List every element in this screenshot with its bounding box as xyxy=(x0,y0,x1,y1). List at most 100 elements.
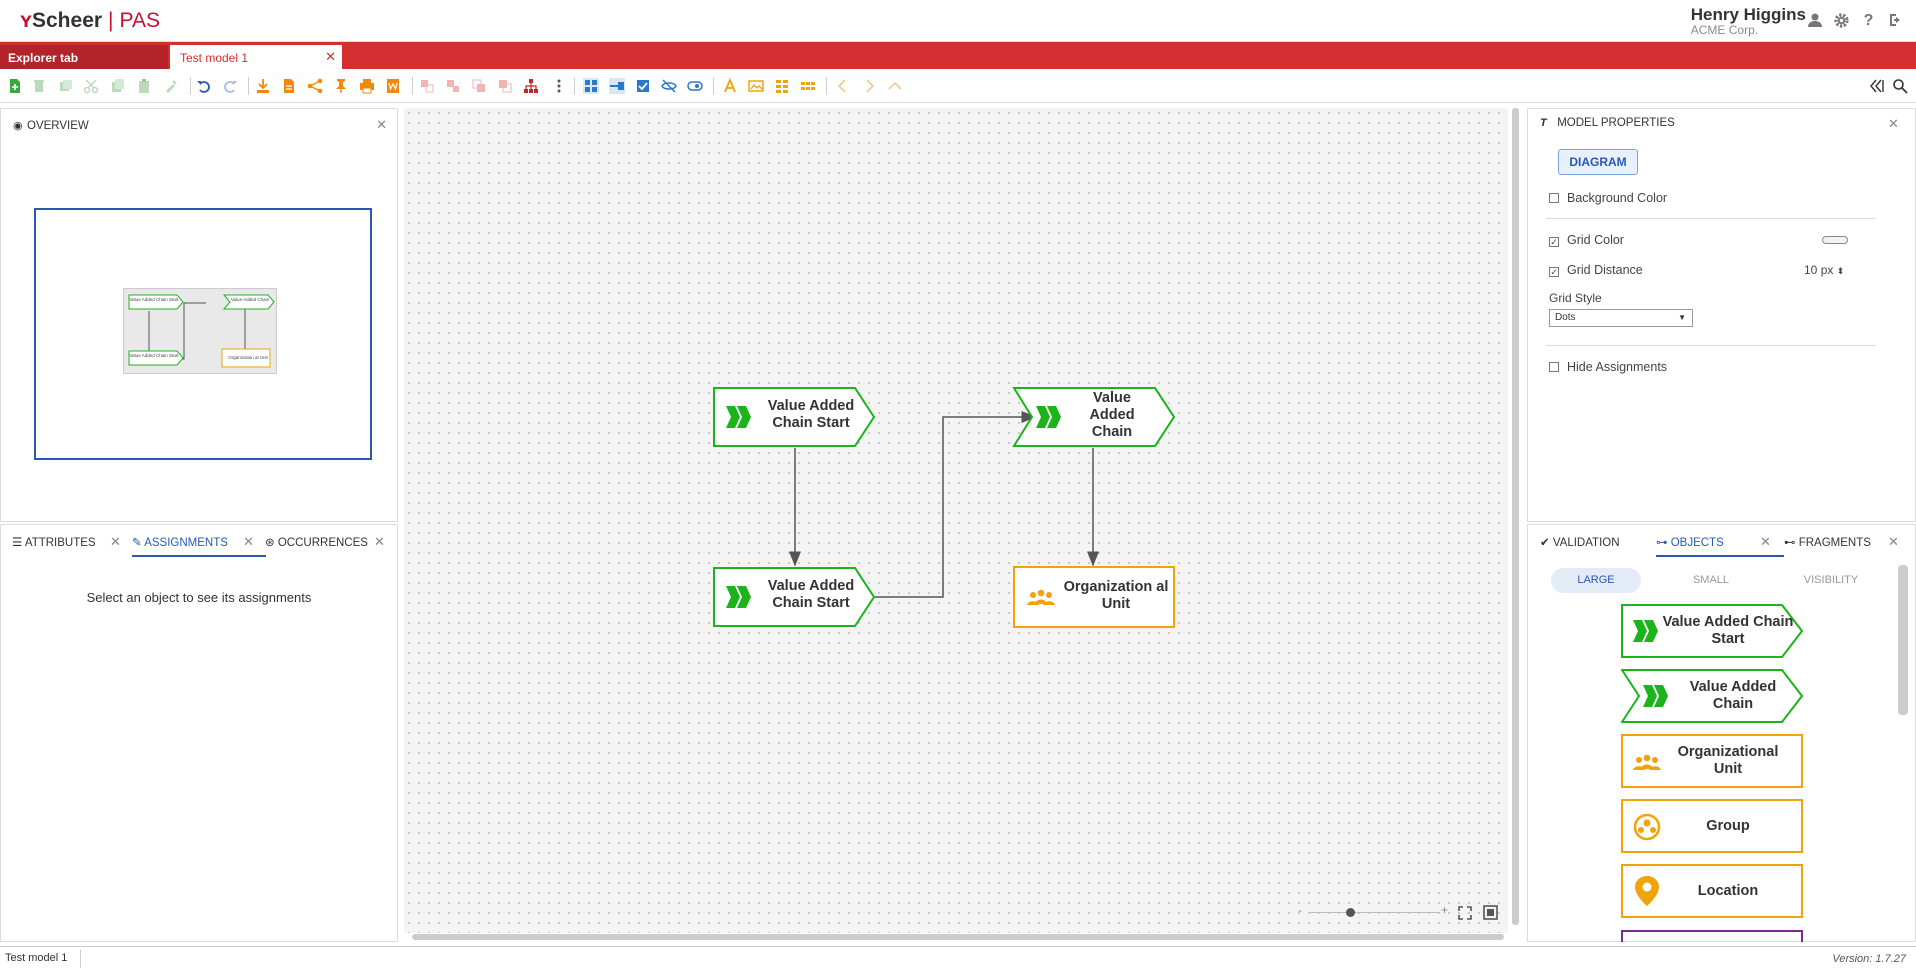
overview-title-text: OVERVIEW xyxy=(27,120,89,132)
size-tab-large[interactable]: LARGE xyxy=(1551,568,1641,593)
fit-to-screen-icon[interactable] xyxy=(1483,905,1498,920)
grid-style-value: Dots xyxy=(1555,312,1576,323)
grid-distance-label: Grid Distance xyxy=(1567,263,1643,277)
tab-assignments[interactable]: ✎ ASSIGNMENTS xyxy=(132,535,266,557)
palette-item-value-added-chain-start[interactable]: Value Added Chain Start xyxy=(1621,604,1803,658)
checkbox-icon[interactable] xyxy=(635,78,651,94)
more-vertical-icon[interactable] xyxy=(551,78,567,94)
node-value-added-chain-start[interactable]: Value Added Chain Start xyxy=(712,386,876,448)
new-model-icon[interactable] xyxy=(7,78,23,94)
size-tab-visibility[interactable]: VISIBILITY xyxy=(1803,574,1859,586)
close-overview-icon[interactable]: ✕ xyxy=(376,117,387,132)
node-organizational-unit[interactable]: Organization al Unit xyxy=(1013,566,1175,628)
tab-attributes[interactable]: ☰ ATTRIBUTES xyxy=(12,535,96,549)
search-icon[interactable] xyxy=(1892,78,1908,94)
hide-icon[interactable] xyxy=(661,78,677,94)
eye-icon: ◉ xyxy=(13,120,23,132)
mini-node-label: Value Added Chain xyxy=(231,297,270,302)
canvas-horizontal-scrollbar[interactable] xyxy=(412,934,1504,940)
close-objects-icon[interactable]: ✕ xyxy=(1760,534,1771,549)
zoom-slider-handle[interactable] xyxy=(1346,908,1355,917)
table-icon[interactable] xyxy=(774,78,790,94)
help-icon[interactable]: ? xyxy=(1863,12,1874,29)
logout-icon[interactable] xyxy=(1887,12,1904,29)
tab-validation[interactable]: ✔ VALIDATION xyxy=(1540,535,1620,549)
canvas-vertical-scrollbar[interactable] xyxy=(1512,108,1519,925)
close-tab-icon[interactable]: ✕ xyxy=(325,49,336,64)
app-logo[interactable]: ʏScheer|PAS xyxy=(20,9,160,33)
user-info[interactable]: Henry Higgins ACME Corp. xyxy=(1691,5,1806,37)
tab-label: VALIDATION xyxy=(1552,537,1620,549)
chevron-icon xyxy=(726,586,751,608)
close-fragments-icon[interactable]: ✕ xyxy=(1888,534,1899,549)
objects-scrollbar[interactable] xyxy=(1898,565,1908,715)
hierarchy-icon[interactable] xyxy=(523,78,539,94)
overview-minimap[interactable]: Value Added Chain Start Value Added Chai… xyxy=(123,288,277,374)
gear-icon[interactable] xyxy=(1833,12,1850,29)
paste-icon xyxy=(139,79,149,93)
palette-item-label: Value Added Chain Start xyxy=(1662,614,1794,647)
text-icon[interactable] xyxy=(722,78,738,94)
collapse-panel-icon[interactable] xyxy=(1869,78,1885,94)
model-canvas[interactable] xyxy=(404,108,1508,933)
grid-style-select[interactable]: Dots▼ xyxy=(1549,309,1693,327)
size-tab-small[interactable]: SMALL xyxy=(1692,574,1730,586)
undo-icon[interactable] xyxy=(196,78,212,94)
snap-connector-icon[interactable] xyxy=(609,78,625,94)
word-export-icon[interactable] xyxy=(385,78,401,94)
palette-item-location[interactable]: Location xyxy=(1621,864,1803,918)
tab-explorer[interactable]: Explorer tab xyxy=(0,45,168,69)
close-attributes-icon[interactable]: ✕ xyxy=(110,534,121,549)
print-icon[interactable] xyxy=(359,78,375,94)
chevron-left-icon xyxy=(837,79,846,93)
zoom-in-button[interactable]: + xyxy=(1441,903,1449,917)
overview-viewport-frame[interactable] xyxy=(34,208,372,460)
share-icon[interactable] xyxy=(307,78,323,94)
user-icon[interactable] xyxy=(1806,12,1823,29)
palette-item-group[interactable]: Group xyxy=(1621,799,1803,853)
palette-item-partial[interactable] xyxy=(1621,930,1803,942)
group-objects-icon xyxy=(421,80,434,93)
grid-distance-checkbox[interactable]: ✓ xyxy=(1549,267,1559,277)
close-model-properties-icon[interactable]: ✕ xyxy=(1888,116,1899,131)
palette-item-value-added-chain[interactable]: Value Added Chain xyxy=(1621,669,1803,723)
toolbar xyxy=(0,69,1916,103)
tab-test-model-1[interactable]: Test model 1 ✕ xyxy=(170,45,342,69)
tab-objects[interactable]: ⊶ OBJECTS xyxy=(1656,535,1784,557)
close-assignments-icon[interactable]: ✕ xyxy=(243,534,254,549)
tab-occurrences[interactable]: ⊛ OCCURRENCES xyxy=(265,535,368,549)
node-label: Value Added Chain Start xyxy=(767,398,855,431)
fullscreen-icon[interactable] xyxy=(1458,906,1472,920)
pin-icon[interactable] xyxy=(333,78,349,94)
background-color-checkbox[interactable] xyxy=(1549,193,1559,203)
grid-color-checkbox[interactable]: ✓ xyxy=(1549,237,1559,247)
header-icons: ? xyxy=(1806,12,1904,29)
node-value-added-chain[interactable]: Value Added Chain xyxy=(1012,386,1176,448)
people-icon xyxy=(1027,589,1055,605)
hide-assignments-checkbox[interactable] xyxy=(1549,362,1559,372)
zoom-out-button[interactable]: - xyxy=(1298,903,1302,917)
tab-fragments[interactable]: ⊷ FRAGMENTS xyxy=(1784,535,1871,549)
stepper-arrows-icon[interactable]: ⬍ xyxy=(1836,266,1845,276)
model-properties-panel xyxy=(1527,108,1916,522)
assignments-panel xyxy=(0,524,398,942)
import-icon[interactable] xyxy=(255,78,271,94)
diagram-tab-button[interactable]: DIAGRAM xyxy=(1558,149,1638,175)
check-icon: ✔ xyxy=(1540,537,1553,549)
matrix-icon[interactable] xyxy=(800,78,816,94)
mini-node-label: Organization al Unit xyxy=(228,355,268,360)
grid-distance-stepper[interactable]: 10 px ⬍ xyxy=(1804,263,1844,277)
report-icon[interactable] xyxy=(281,78,297,94)
location-pin-icon xyxy=(1635,876,1659,906)
palette-item-organizational-unit[interactable]: Organizational Unit xyxy=(1621,734,1803,788)
close-occurrences-icon[interactable]: ✕ xyxy=(374,534,385,549)
grid-distance-value: 10 xyxy=(1804,263,1818,277)
link-shape-icon[interactable] xyxy=(687,78,703,94)
node-value-added-chain-start[interactable]: Value Added Chain Start xyxy=(712,566,876,628)
zoom-slider-track[interactable] xyxy=(1310,912,1440,913)
grid-view-icon[interactable] xyxy=(583,78,599,94)
grid-color-swatch[interactable] xyxy=(1822,236,1848,244)
tab-label: ASSIGNMENTS xyxy=(144,537,228,549)
background-color-row: Background Color xyxy=(1549,191,1667,205)
image-icon[interactable] xyxy=(748,78,764,94)
